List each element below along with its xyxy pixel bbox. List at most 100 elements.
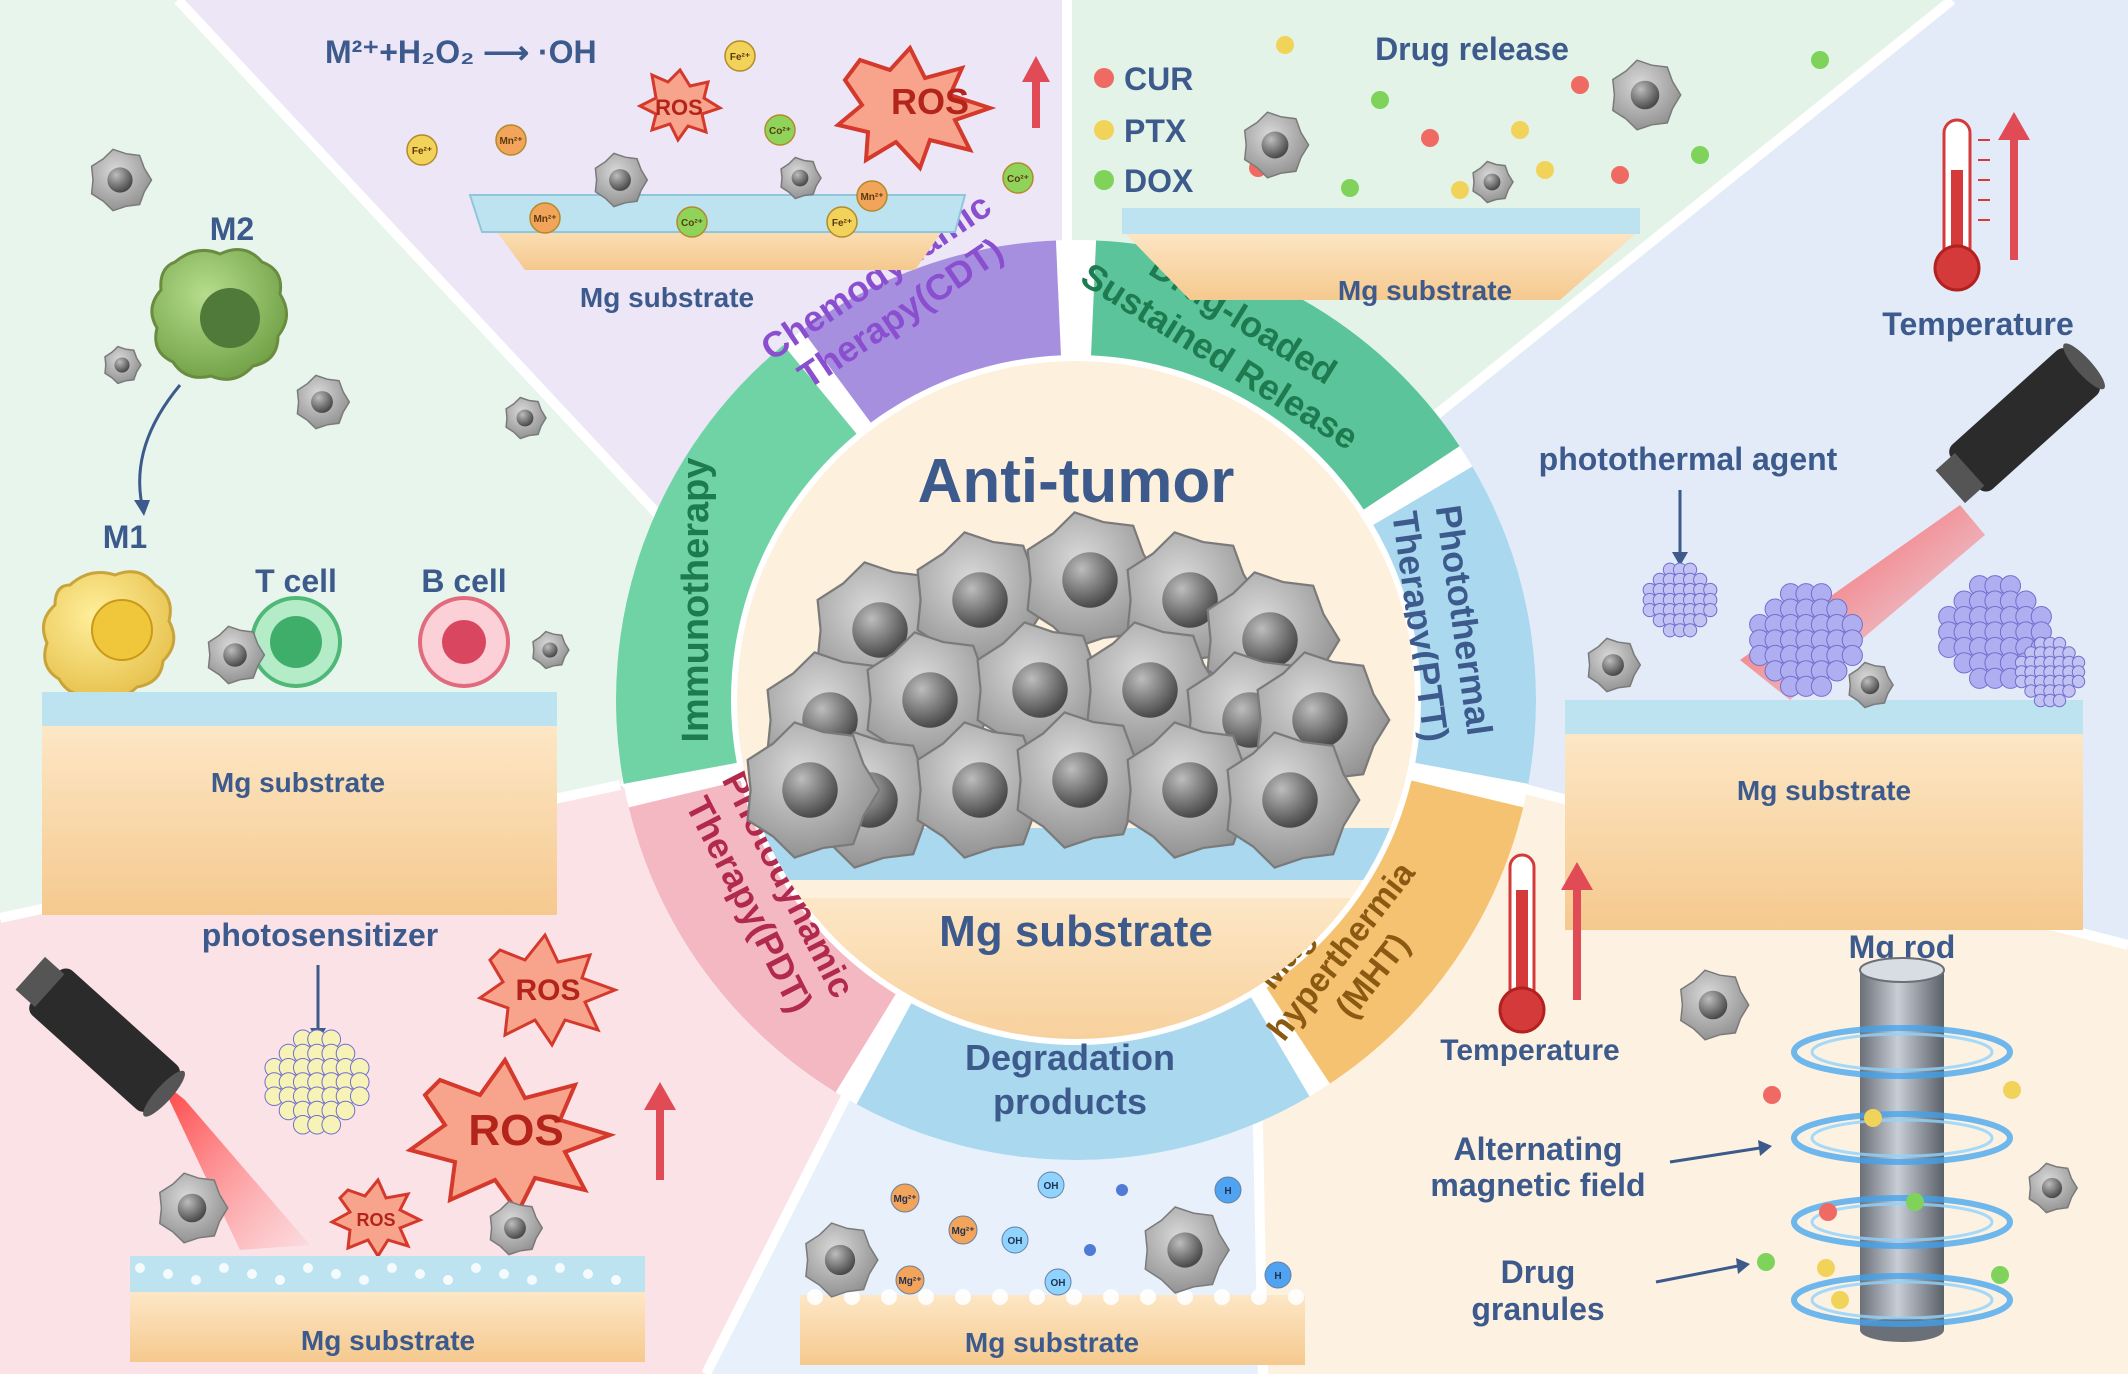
center-title: Anti-tumor xyxy=(918,447,1235,516)
svg-text:Co²⁺: Co²⁺ xyxy=(769,126,791,137)
svg-text:Mn²⁺: Mn²⁺ xyxy=(860,192,883,203)
drug-particle xyxy=(1511,121,1529,139)
cdt-ros-small: ROS xyxy=(636,67,724,143)
drug-granule xyxy=(1763,1086,1781,1104)
drug-granule xyxy=(1991,1266,2009,1284)
ptt-agent-cluster xyxy=(1938,575,2052,689)
cdt-tumor-cell xyxy=(780,156,822,200)
svg-text:H: H xyxy=(1274,1271,1281,1282)
ptt-agent-cluster xyxy=(1642,562,1718,638)
immuno-substrate-label: Mg substrate xyxy=(211,767,385,798)
m2-label: M2 xyxy=(210,211,254,247)
panel-ptt: Temperature photothermal agent Mg substr… xyxy=(1539,112,2105,930)
cdt-ion: Fe²⁺ xyxy=(724,40,756,72)
cdt-substrate-label: Mg substrate xyxy=(580,282,754,313)
pdt-photosensitizer-cluster xyxy=(264,1029,370,1135)
pdt-substrate-label: Mg substrate xyxy=(301,1325,475,1356)
pdt-tumor-cell xyxy=(159,1172,229,1244)
drug-granule xyxy=(1831,1291,1849,1309)
drug-substrate-label: Mg substrate xyxy=(1338,275,1512,306)
ptt-tumor-cell xyxy=(1848,661,1894,709)
mht-thermometer-icon xyxy=(1498,853,1546,1034)
magnetic-field-rings xyxy=(1791,1025,2013,1327)
bcell-label: B cell xyxy=(421,563,506,599)
legend-dox: DOX xyxy=(1124,163,1194,199)
cdt-ion: Mn²⁺ xyxy=(856,180,888,212)
pdt-laser-beam xyxy=(160,1080,310,1250)
mht-granules-label-1: Drug xyxy=(1501,1254,1576,1290)
drug-tumor-cell xyxy=(1612,59,1682,131)
cdt-increase-arrow xyxy=(1022,56,1050,128)
legend-cur: CUR xyxy=(1124,61,1193,97)
pdt-bubbles xyxy=(135,1263,621,1285)
pdt-tumor-cell xyxy=(489,1200,544,1256)
drug-particle xyxy=(1451,181,1469,199)
drug-particle xyxy=(1691,146,1709,164)
drug-particle xyxy=(1536,161,1554,179)
m1-macrophage xyxy=(41,570,176,701)
degradation-ion: Mg²⁺ xyxy=(890,1183,920,1213)
degradation-ion: OH xyxy=(1001,1226,1029,1254)
degradation-ion: OH xyxy=(1037,1171,1065,1199)
mht-field-label-1: Alternating xyxy=(1454,1131,1623,1167)
ring-segment-cdt[interactable] xyxy=(802,240,1061,423)
drug-tumor-cells xyxy=(1243,59,1682,204)
ptt-substrate-label: Mg substrate xyxy=(1737,775,1911,806)
immuno-tumor-cell xyxy=(532,630,570,670)
svg-text:Co²⁺: Co²⁺ xyxy=(681,218,703,229)
ptt-nanoparticle-clusters xyxy=(1642,562,2086,708)
degradation-ion: Mg²⁺ xyxy=(895,1265,925,1295)
svg-text:Mn²⁺: Mn²⁺ xyxy=(533,214,556,225)
immuno-tumor-cell xyxy=(104,345,142,385)
mht-increase-arrow xyxy=(1561,862,1593,1000)
pdt-increase-arrow xyxy=(644,1082,676,1180)
cdt-ion: Co²⁺ xyxy=(676,206,708,238)
ring-segment-mht[interactable] xyxy=(1266,780,1524,1084)
immuno-tumor-cell xyxy=(296,374,351,430)
svg-text:H: H xyxy=(1224,1186,1231,1197)
cdt-ion: Mn²⁺ xyxy=(529,202,561,234)
drug-granule xyxy=(1864,1109,1882,1127)
ring-segment-immunotherapy[interactable] xyxy=(616,345,857,784)
sector-pdt xyxy=(0,785,905,1374)
degradation-tumor-cells xyxy=(805,1206,1230,1298)
ring-segment-pdt[interactable] xyxy=(628,780,896,1093)
panel-immunotherapy: M2 M1 T cell B cell Mg substrate xyxy=(41,148,570,915)
svg-text:Mn²⁺: Mn²⁺ xyxy=(499,136,522,147)
drug-legend: CUR PTX DOX xyxy=(1094,61,1194,199)
panel-pdt: photosensitizer ROS ROS ROS Mg substrate xyxy=(15,917,676,1362)
mht-drug-granules xyxy=(1757,1081,2021,1309)
immuno-tumor-cell xyxy=(90,148,153,212)
svg-text:OH: OH xyxy=(1044,1181,1059,1192)
center-tumor-cell xyxy=(746,721,881,859)
ptt-agent-label: photothermal agent xyxy=(1539,441,1838,477)
ptt-tumor-cell xyxy=(1587,637,1642,693)
field-ring xyxy=(1791,1025,2013,1079)
pdt-photosensitizer-label: photosensitizer xyxy=(202,917,438,953)
cdt-reaction: M²⁺+H₂O₂ ⟶ ·OH xyxy=(325,34,597,70)
center-tumor-cell xyxy=(1086,621,1221,759)
drug-granule xyxy=(1819,1203,1837,1221)
pdt-ros-small: ROS xyxy=(328,1177,424,1259)
drug-particle xyxy=(1421,129,1439,147)
center-tumor-cell xyxy=(1226,731,1361,869)
mht-tumor-cells xyxy=(1680,969,2079,1214)
ring-label-degradation-line2: products xyxy=(993,1081,1147,1122)
ring-segment-ptt[interactable] xyxy=(1373,466,1536,784)
panel-mht: Temperature Mg rod Alternating magnetic … xyxy=(1430,853,2079,1342)
drug-particle xyxy=(1371,91,1389,109)
ring-segment-drug[interactable] xyxy=(1091,240,1460,510)
degradation-ion: H xyxy=(1214,1176,1242,1204)
mht-temperature-label: Temperature xyxy=(1440,1034,1620,1067)
center-circle: Anti-tumor Mg substrate xyxy=(737,361,1415,1039)
svg-text:Mg²⁺: Mg²⁺ xyxy=(898,1276,921,1287)
drug-particle xyxy=(1341,179,1359,197)
ring-segment-degradation[interactable] xyxy=(856,997,1310,1160)
center-tumor-cell xyxy=(1026,511,1161,649)
svg-text:Fe²⁺: Fe²⁺ xyxy=(412,146,432,157)
legend-ptx: PTX xyxy=(1124,113,1187,149)
drug-particle xyxy=(1276,36,1294,54)
panel-cdt: M²⁺+H₂O₂ ⟶ ·OH ROS ROS Fe²⁺Mn²⁺Co²⁺Fe²⁺M… xyxy=(325,34,1050,313)
degradation-ion: H xyxy=(1264,1261,1292,1289)
